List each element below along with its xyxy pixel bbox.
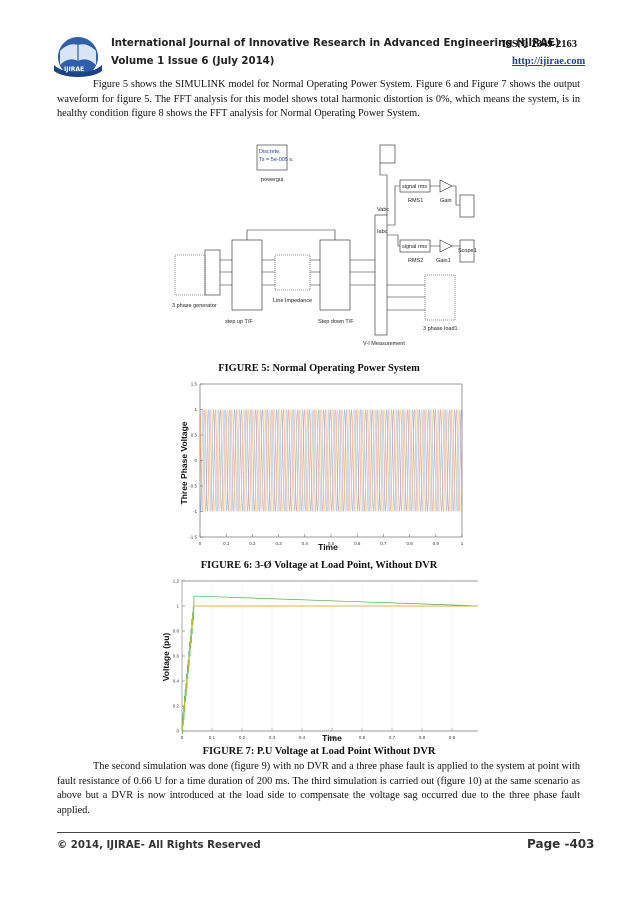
figure-6-xlabel: Time xyxy=(318,542,338,552)
load-label: 3 phase load1 xyxy=(423,326,458,332)
x-tick-label: 0 xyxy=(199,541,202,546)
y-tick-label: 0.2 xyxy=(173,704,180,709)
plot-area xyxy=(181,580,483,732)
figure-6-caption: FIGURE 6: 3-Ø Voltage at Load Point, Wit… xyxy=(200,560,438,571)
x-tick-label: 0.8 xyxy=(406,541,413,546)
iabc-label: Iabc xyxy=(377,229,388,235)
y-tick-label: 0.5 xyxy=(191,433,198,438)
line-impedance-label: Line Impedance xyxy=(273,298,312,304)
y-tick-label: -1 xyxy=(193,509,197,514)
y-tick-label: 0.4 xyxy=(173,679,180,684)
pu-series-3 xyxy=(181,605,482,732)
x-tick-label: 0.1 xyxy=(209,735,216,740)
x-tick-label: 0.3 xyxy=(269,735,276,740)
phase-series-2 xyxy=(199,409,463,512)
powergui-label: powergui xyxy=(261,177,283,183)
rms2-label: RMS2 xyxy=(408,258,423,264)
page-number: Page -403 xyxy=(527,837,595,851)
figure-5-simulink-diagram: Discrete, Ts = 5e-005 s. powergui 3 phas… xyxy=(170,135,490,350)
x-tick-label: 0 xyxy=(181,735,184,740)
volume-issue: Volume 1 Issue 6 (July 2014) xyxy=(111,56,275,67)
paragraph-intro: Figure 5 shows the SIMULINK model for No… xyxy=(57,79,580,120)
x-tick-label: 0.4 xyxy=(299,735,306,740)
journal-title: International Journal of Innovative Rese… xyxy=(111,38,560,49)
logo-text: IJIRAE xyxy=(64,66,85,73)
y-tick-label: 0 xyxy=(194,458,197,463)
figure-7-xlabel: Time xyxy=(322,733,342,743)
y-tick-label: 1 xyxy=(176,604,179,609)
gain1-label: Gain1 xyxy=(436,258,451,264)
figure-7-caption: FIGURE 7: P.U Voltage at Load Point With… xyxy=(202,746,436,757)
x-tick-label: 0.7 xyxy=(389,735,396,740)
x-tick-label: 0.2 xyxy=(249,541,256,546)
x-tick-label: 0.9 xyxy=(433,541,440,546)
x-tick-label: 0.6 xyxy=(354,541,361,546)
generator-label: 3 phase generator xyxy=(172,303,217,309)
y-tick-label: 0 xyxy=(176,729,179,734)
x-tick-label: 0.4 xyxy=(302,541,309,546)
figure-7-ylabel: Voltage (pu) xyxy=(161,633,171,682)
gain-label: Gain xyxy=(440,198,452,204)
issn: ISSN: 2349-2163 xyxy=(502,39,577,50)
vabc-label: Vabc xyxy=(377,207,389,213)
x-tick-label: 1 xyxy=(461,541,464,546)
paragraph-simulations: The second simulation was done (figure 9… xyxy=(57,761,580,816)
x-tick-label: 0.6 xyxy=(359,735,366,740)
stepup-label: step up T/F xyxy=(225,319,253,325)
footer-divider xyxy=(57,832,580,833)
x-tick-label: 0.5 xyxy=(328,541,335,546)
phase-series-3 xyxy=(199,409,463,512)
figure-5-caption: FIGURE 5: Normal Operating Power System xyxy=(218,363,420,374)
signal-rms-1: signal rms xyxy=(402,184,427,190)
x-tick-label: 0.9 xyxy=(449,735,456,740)
powergui-line2: Ts = 5e-005 s. xyxy=(259,157,294,163)
figure-7-chart: Voltage (pu) Time 0 0.1 0.2 0.3 0.4 0.5 0.6 0.7… xyxy=(160,575,484,744)
x-tick-label: 0.7 xyxy=(380,541,387,546)
y-tick-label: -1.5 xyxy=(189,535,197,540)
stepdown-label: Step down T/F xyxy=(318,319,354,325)
journal-logo: IJIRAE xyxy=(52,31,104,79)
y-tick-label: 1.2 xyxy=(173,579,180,584)
y-tick-label: 0.8 xyxy=(173,629,180,634)
x-tick-label: 0.1 xyxy=(223,541,230,546)
x-tick-label: 0.2 xyxy=(239,735,246,740)
footer-copyright: © 2014, IJIRAE- All Rights Reserved xyxy=(57,840,261,851)
figure-6-ylabel: Three Phase Voltage xyxy=(179,421,189,504)
y-tick-label: 1.5 xyxy=(191,382,198,387)
pu-series-2 xyxy=(181,595,483,735)
rms1-label: RMS1 xyxy=(408,198,423,204)
signal-rms-2: signal rms xyxy=(402,244,427,250)
x-tick-label: 0.8 xyxy=(419,735,426,740)
y-tick-label: -0.5 xyxy=(189,484,197,489)
x-tick-label: 0.5 xyxy=(329,735,336,740)
x-tick-label: 0.3 xyxy=(275,541,282,546)
scope1-label: Scope1 xyxy=(458,248,477,254)
journal-url-link[interactable]: http://ijirae.com xyxy=(512,56,586,67)
figure-6-chart: Three Phase Voltage Time 0 0.1 0.2 0.3 0.4 0.… xyxy=(178,378,474,553)
powergui-line1: Discrete, xyxy=(259,149,281,155)
vi-measurement-label: V-I Measurement xyxy=(363,341,405,347)
y-tick-label: 1 xyxy=(194,407,197,412)
y-tick-label: 0.6 xyxy=(173,654,180,659)
phase-series-1 xyxy=(199,409,463,512)
